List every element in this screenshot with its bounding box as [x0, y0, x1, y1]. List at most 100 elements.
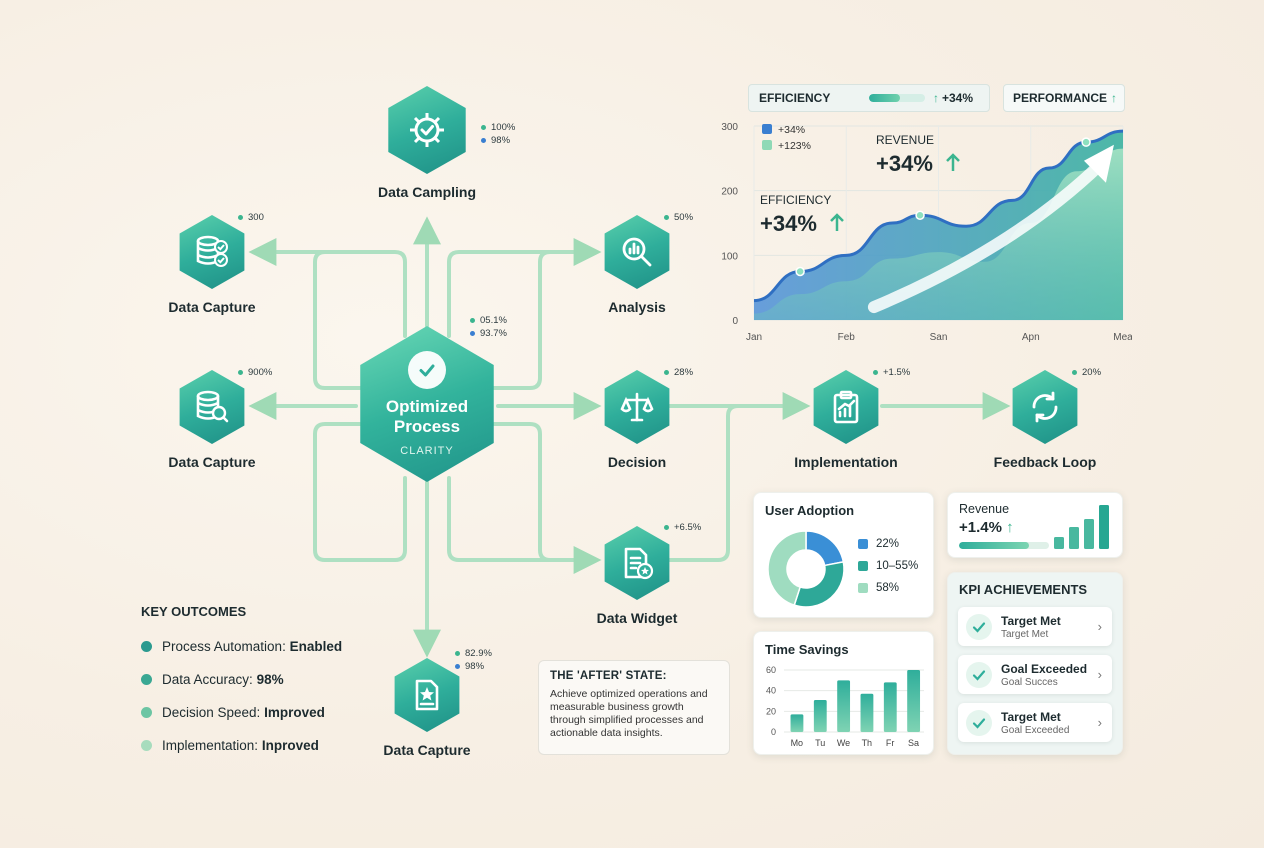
database-search-icon: [196, 390, 229, 423]
y-tick-label: 0: [732, 316, 738, 327]
node-data-capture-bottom[interactable]: Data Capture: [377, 658, 477, 758]
revenue-card: Revenue +1.4% ↑: [947, 492, 1123, 558]
bar: [907, 670, 921, 732]
y-tick-label: 0: [771, 727, 776, 737]
donut-slice: [767, 530, 807, 607]
x-tick-label: Th: [862, 738, 873, 748]
node-stat: 28%: [664, 367, 693, 378]
chevron-right-icon: ›: [1097, 715, 1102, 730]
scales-icon: [620, 392, 654, 422]
node-implementation[interactable]: Implementation: [794, 370, 898, 470]
revenue-mini-bars: [1054, 505, 1109, 549]
node-stat: 98%: [481, 135, 510, 146]
bar: [1069, 527, 1079, 549]
node-stat: 900%: [238, 367, 272, 378]
node-data-capture-top[interactable]: Data Capture: [162, 215, 262, 315]
x-tick-label: Mea: [1113, 332, 1132, 343]
y-tick-label: 200: [721, 187, 738, 198]
document-star-icon: [624, 547, 654, 580]
user-adoption-title: User Adoption: [765, 503, 855, 518]
legend-item: 22%: [858, 538, 918, 550]
user-adoption-donut: [767, 530, 845, 608]
bar: [883, 682, 897, 732]
legend-label: +123%: [778, 140, 811, 152]
chevron-right-icon: ›: [1097, 619, 1102, 634]
node-stat: 82.9%: [455, 648, 492, 659]
check-icon: [966, 709, 992, 736]
bar: [1084, 519, 1094, 549]
node-stat: +1.5%: [873, 367, 910, 378]
legend-item: 58%: [858, 582, 918, 594]
node-data-widget[interactable]: Data Widget: [587, 526, 687, 626]
series-line-primary: [753, 129, 1124, 303]
outcome-item: Decision Speed: Improved: [141, 703, 342, 721]
node-data-capture-mid[interactable]: Data Capture: [162, 370, 262, 470]
kpi-title: KPI ACHIEVEMENTS: [959, 582, 1088, 597]
user-adoption-card: User Adoption 22% 10–55% 58%: [753, 492, 934, 618]
x-tick-label: Feb: [838, 332, 856, 343]
annotation-label: REVENUE: [876, 133, 934, 147]
data-point: [795, 266, 805, 277]
revenue-value: +1.4% ↑: [959, 519, 1014, 536]
clipboard-chart-icon: [833, 390, 859, 424]
y-tick-label: 40: [766, 686, 776, 696]
outcome-item: Data Accuracy: 98%: [141, 670, 342, 688]
data-point: [915, 210, 925, 220]
bar: [860, 693, 874, 732]
node-stat: +6.5%: [664, 522, 701, 533]
user-adoption-legend: 22% 10–55% 58%: [858, 538, 918, 604]
growth-arrow: [867, 158, 1106, 314]
node-stat: 100%: [481, 122, 515, 133]
after-state-text: Achieve optimized operations and measura…: [550, 688, 708, 739]
x-tick-label: Sa: [908, 738, 919, 748]
after-state-box: THE 'AFTER' STATE: Achieve optimized ope…: [538, 660, 730, 755]
center-stat-2: 93.7%: [470, 328, 507, 339]
data-point: [1081, 137, 1091, 147]
y-tick-label: 100: [721, 251, 738, 262]
x-tick-label: Jan: [746, 332, 762, 343]
check-circle-icon: [408, 351, 446, 389]
center-title-line1: Optimized: [385, 397, 469, 416]
chevron-right-icon: ›: [1097, 667, 1102, 682]
efficiency-progress: [869, 94, 925, 102]
node-feedback-loop[interactable]: Feedback Loop: [994, 370, 1096, 470]
outcome-item: Process Automation: Enabled: [141, 637, 342, 655]
growth-arrow-head: [1083, 144, 1114, 183]
series-area-secondary: [754, 148, 1123, 320]
refresh-icon: [1032, 391, 1058, 423]
bar: [790, 714, 804, 732]
gear-check-icon: [410, 113, 444, 147]
x-tick-label: Fr: [886, 738, 895, 748]
node-analysis[interactable]: Analysis: [587, 215, 687, 315]
annotation-label: EFFICIENCY: [760, 193, 831, 207]
file-star-icon: [415, 679, 439, 711]
bar: [1054, 537, 1064, 549]
annotation-value: +34%: [876, 151, 933, 176]
node-decision[interactable]: Decision: [587, 370, 687, 470]
revenue-progress: [959, 542, 1049, 549]
magnifier-chart-icon: [622, 237, 652, 267]
bar: [813, 699, 827, 732]
time-savings-title: Time Savings: [765, 642, 849, 657]
donut-slice: [793, 561, 845, 608]
x-tick-label: San: [930, 332, 948, 343]
up-arrow-icon: [830, 213, 844, 231]
center-subtitle: CLARITY: [400, 445, 454, 457]
x-tick-label: Mo: [791, 738, 804, 748]
donut-slice: [805, 530, 845, 567]
key-outcomes: KEY OUTCOMES Process Automation: Enabled…: [141, 604, 342, 769]
node-data-campling[interactable]: Data Campling: [369, 86, 485, 200]
x-tick-label: Tu: [815, 738, 825, 748]
check-icon: [966, 661, 992, 688]
efficiency-pill: EFFICIENCY ↑ +34%: [748, 84, 990, 112]
y-tick-label: 60: [766, 665, 776, 675]
annotation-value: +34%: [760, 211, 817, 236]
